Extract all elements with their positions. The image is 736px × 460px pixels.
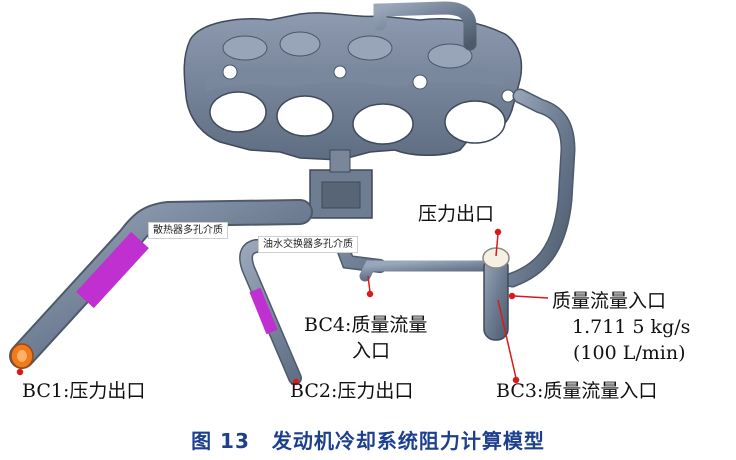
inlet-mass-flow-value: 1.711 5 kg/s	[572, 316, 691, 338]
right-side-pipes	[482, 88, 576, 341]
outlet-top-label: 压力出口	[418, 203, 495, 225]
bc4-inlet-pipe	[359, 260, 496, 282]
bc1-label: BC1:压力出口	[22, 380, 146, 402]
bc1-radiator-pipe	[9, 199, 313, 369]
figure-title: 发动机冷却系统阻力计算模型	[271, 429, 545, 453]
oil-cooler-porous-tag: 油水交换器多孔介质	[258, 236, 358, 253]
radiator-porous-zone	[76, 231, 149, 309]
callout-lines	[16, 228, 549, 386]
bc4-label-line2: 入口	[352, 340, 391, 362]
oil-cooler-porous-zone	[249, 287, 278, 335]
inlet-volume-flow-value: (100 L/min)	[573, 342, 686, 364]
bc2-label: BC2:压力出口	[290, 380, 414, 402]
figure-number: 图 13	[191, 429, 250, 453]
bc4-label: BC4:质量流量	[304, 314, 428, 336]
figure-caption: 图 13 发动机冷却系统阻力计算模型	[0, 425, 736, 454]
bc3-label: BC3:质量流量入口	[496, 380, 658, 402]
radiator-porous-tag: 散热器多孔介质	[148, 222, 228, 239]
inlet-right-label: 质量流量入口	[552, 290, 667, 312]
engine-water-jacket	[183, 1, 523, 219]
